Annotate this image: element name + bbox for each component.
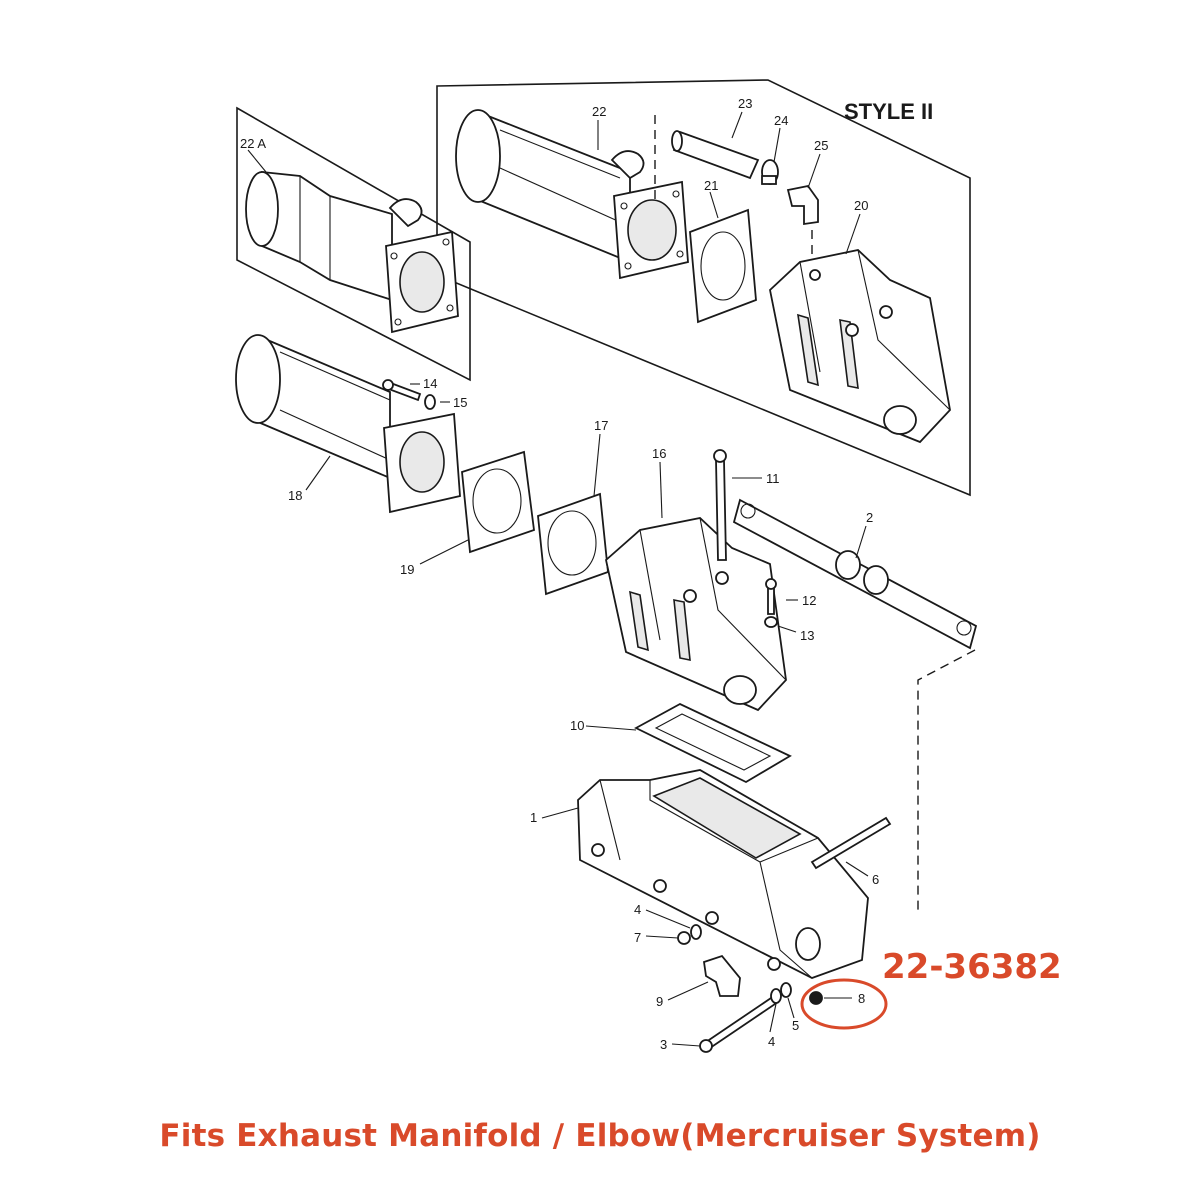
callout-1: 1 bbox=[530, 810, 537, 825]
callout-23: 23 bbox=[738, 96, 752, 111]
callout-15: 15 bbox=[453, 395, 467, 410]
callout-3: 3 bbox=[660, 1037, 667, 1052]
product-fit-caption: Fits Exhaust Manifold / Elbow(Mercruiser… bbox=[159, 1118, 1041, 1154]
callout-25: 25 bbox=[814, 138, 828, 153]
part-14-bolt bbox=[382, 379, 422, 402]
part-1-exhaust-manifold bbox=[577, 769, 869, 979]
part-7-nut bbox=[677, 931, 691, 945]
part-4-washer-lower bbox=[770, 988, 782, 1004]
part-16-elbow bbox=[605, 517, 787, 712]
part-12-bolt bbox=[765, 578, 777, 615]
part-9-elbow-fitting bbox=[703, 954, 741, 997]
callout-7: 7 bbox=[634, 930, 641, 945]
callout-10: 10 bbox=[570, 718, 584, 733]
style-22a-frame bbox=[236, 106, 471, 382]
part-21-gasket bbox=[689, 208, 757, 324]
part-22a-exhaust-pipe bbox=[245, 171, 459, 334]
part-5-washer bbox=[780, 982, 792, 998]
callout-20: 20 bbox=[854, 198, 868, 213]
callout-18: 18 bbox=[288, 488, 302, 503]
callout-16: 16 bbox=[652, 446, 666, 461]
callout-12: 12 bbox=[802, 593, 816, 608]
style-ii-label: STYLE II bbox=[844, 99, 933, 124]
callout-8: 8 bbox=[858, 991, 865, 1006]
part-13-washer bbox=[764, 616, 778, 628]
part-19-gasket bbox=[461, 450, 535, 554]
part-23-hose bbox=[671, 130, 760, 180]
part-17-gasket bbox=[537, 492, 609, 596]
callout-11: 11 bbox=[766, 471, 780, 486]
part-22-exhaust-pipe bbox=[455, 109, 689, 280]
callout-9: 9 bbox=[656, 994, 663, 1009]
callout-6: 6 bbox=[872, 872, 879, 887]
part-25-elbow-fitting bbox=[786, 185, 819, 226]
callout-labels: 22 23 24 25 20 21 22 A 14 15 18 19 17 16… bbox=[240, 96, 879, 1052]
callout-2: 2 bbox=[866, 510, 873, 525]
part-11-stud bbox=[713, 449, 727, 561]
callout-14: 14 bbox=[423, 376, 437, 391]
callout-5: 5 bbox=[792, 1018, 799, 1033]
callout-22: 22 bbox=[592, 104, 606, 119]
highlight-ring bbox=[800, 978, 888, 1030]
highlighted-part-number: 22-36382 bbox=[882, 947, 1062, 987]
part-3-bolt bbox=[699, 994, 780, 1053]
part-18-exhaust-pipe bbox=[235, 334, 461, 514]
part-15-washer bbox=[424, 394, 436, 410]
callout-24: 24 bbox=[774, 113, 788, 128]
callout-4-lower: 4 bbox=[768, 1034, 775, 1049]
callout-21: 21 bbox=[704, 178, 718, 193]
part-24-clamp bbox=[761, 159, 779, 185]
part-4-washer-upper bbox=[690, 924, 702, 940]
part-10-gasket bbox=[634, 702, 792, 784]
callout-4-upper: 4 bbox=[634, 902, 641, 917]
callout-17: 17 bbox=[594, 418, 608, 433]
part-20-elbow bbox=[769, 249, 951, 444]
part-6-stud bbox=[810, 816, 892, 870]
callout-22a: 22 A bbox=[240, 136, 266, 151]
callout-19: 19 bbox=[400, 562, 414, 577]
leader-lines bbox=[247, 111, 869, 1047]
callout-13: 13 bbox=[800, 628, 814, 643]
part-8-drain-plug bbox=[809, 991, 823, 1005]
part-2-gasket-plate bbox=[732, 498, 978, 650]
